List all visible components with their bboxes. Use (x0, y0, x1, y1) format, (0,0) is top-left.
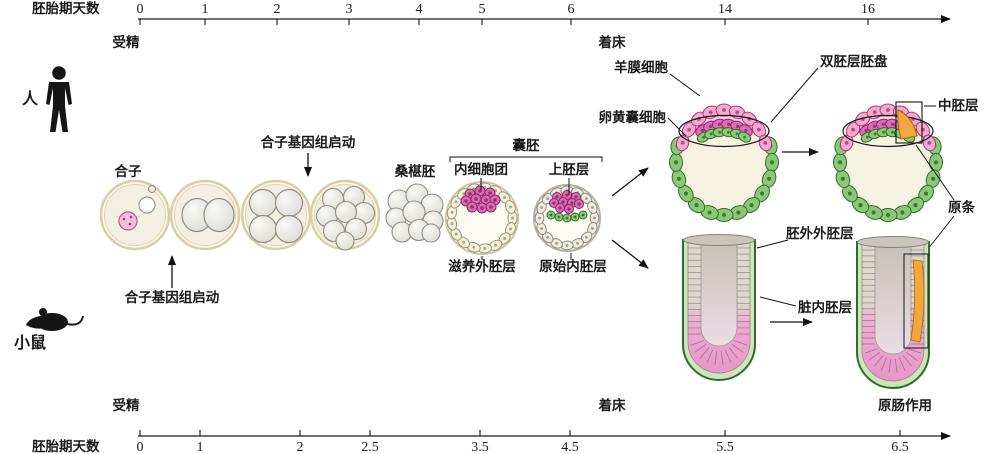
stage-2cell (169, 179, 241, 251)
zga-human-label: 合子基因组启动 (261, 134, 356, 150)
mouse-label: 小鼠 (14, 333, 46, 352)
primitive-endoderm-cells (546, 210, 588, 223)
primitive-streak-label: 原条 (948, 199, 976, 215)
mouse-egg-cylinder-2 (856, 236, 930, 389)
blastocyst-annotations: 囊胚 内细胞团 上胚层 滋养外胚层 原始内胚层 (448, 137, 607, 274)
human-embryo-day16 (832, 101, 944, 222)
human-label: 人 (22, 90, 39, 108)
morula-label: 桑椹胚 (395, 163, 436, 179)
extraembryonic-ectoderm-label: 胚外外胚层 (786, 225, 854, 241)
to-human-arrow (611, 167, 649, 197)
gastrulation-label: 原肠作用 (878, 397, 932, 413)
mouse-organism: 小鼠 (14, 308, 84, 352)
bilaminar-disc-label: 双胚层胚盘 (820, 53, 888, 69)
bottom-axis-tick-label: 5.5 (716, 440, 734, 454)
top-axis-title: 胚胎期天数 (32, 0, 100, 16)
stage-zygote: 合子 (99, 163, 171, 251)
mesoderm-label: 中胚层 (938, 97, 979, 113)
human-embryo-annotations: 羊膜细胞 双胚层胚盘 卵黄囊细胞 中胚层 原条 (599, 53, 979, 255)
top-fertilization-label: 受精 (113, 34, 140, 50)
top-axis-tick-label: 14 (718, 2, 732, 17)
proamniotic-cavity (874, 245, 912, 355)
top-implantation-label: 着床 (598, 34, 627, 50)
bottom-fertilization-label: 受精 (113, 397, 140, 413)
bottom-axis-tick-label: 0 (137, 440, 144, 454)
zga-mouse-label: 合子基因组启动 (125, 289, 220, 305)
divergence-arrows (611, 167, 649, 269)
bottom-axis-tick-label: 6.5 (891, 440, 909, 454)
inner-cell-mass-label: 内细胞团 (454, 161, 508, 177)
blastocyst-bracket (449, 156, 603, 162)
top-axis-tick-label: 16 (861, 2, 875, 17)
top-axis-tick-label: 6 (568, 2, 575, 17)
cell-stripes (688, 247, 750, 365)
amnion-cells-label: 羊膜细胞 (614, 59, 668, 75)
zga-annotation-mouse: 合子基因组启动 (125, 255, 220, 305)
stage-morula: 桑椹胚 (385, 163, 444, 243)
bilaminar-disc-outline (678, 114, 770, 148)
bottom-axis-tick-label: 2.5 (361, 440, 379, 454)
top-timeline: 胚胎期天数 0 1 2 3 4 5 6 14 16 受精 着床 (32, 0, 951, 50)
top-axis-tick-label: 1 (202, 2, 209, 17)
zga-annotation-human: 合子基因组启动 (261, 134, 356, 177)
cylinder-opening (683, 234, 755, 246)
yolk-sac-cells-label: 卵黄囊细胞 (599, 109, 667, 125)
streak-outline-box (903, 253, 929, 349)
bottom-axis-tick-label: 4.5 (561, 440, 579, 454)
epiblast-cells (549, 190, 584, 214)
human-embryo-day14 (668, 103, 780, 222)
stage-blastocyst-late (533, 184, 601, 252)
epiblast-label: 上胚层 (549, 162, 590, 177)
bottom-axis-tick-labels: 0 1 2 2.5 3.5 4.5 5.5 6.5 (137, 440, 909, 454)
disc-hypoblast-cells (696, 127, 752, 143)
top-axis-tick-labels: 0 1 2 3 4 5 6 14 16 (137, 2, 876, 17)
stage-4cell (240, 179, 312, 251)
bottom-axis-tick-label: 1 (197, 440, 204, 454)
top-axis-ticks (139, 19, 869, 25)
top-axis-tick-label: 0 (137, 2, 144, 17)
stage-blastocyst-early (445, 181, 519, 255)
human-organism: 人 (22, 66, 72, 132)
primitive-streak-region (910, 259, 925, 343)
polar-body (148, 185, 156, 193)
pronucleus-male (138, 196, 156, 214)
trophectoderm-label: 滋养外胚层 (448, 258, 516, 274)
bilaminar-disc-outline (842, 114, 934, 148)
primitive-endoderm-label: 原始内胚层 (539, 258, 607, 274)
human-icon (46, 66, 72, 132)
mouse-egg-cylinder-1 (682, 234, 756, 381)
bottom-axis-title: 胚胎期天数 (32, 438, 100, 454)
zygote-label: 合子 (115, 163, 142, 179)
amnion-cells (675, 103, 773, 152)
to-mouse-arrow (611, 239, 649, 269)
bottom-timeline: 受精 着床 原肠作用 胚胎期天数 0 1 2 2.5 3.5 4.5 5.5 6… (32, 397, 951, 454)
top-axis-tick-label: 3 (346, 2, 353, 17)
visceral-endoderm-label: 脏内胚层 (798, 299, 852, 315)
top-axis-tick-label: 5 (479, 2, 486, 17)
mesoderm-region (897, 109, 918, 140)
trophectoderm-cells (446, 182, 518, 254)
proamniotic-cavity (700, 241, 738, 347)
mouse-icon (26, 308, 84, 331)
blastocyst-label: 囊胚 (512, 137, 541, 153)
top-axis-tick-label: 4 (416, 2, 423, 17)
stage-8cell (309, 179, 381, 251)
mouse-embryo-annotations: 胚外外胚层 脏内胚层 (756, 225, 854, 315)
top-axis-tick-label: 2 (274, 2, 281, 17)
inner-cell-mass-cells (460, 185, 501, 214)
bottom-implantation-label: 着床 (598, 397, 627, 413)
cylinder-opening (857, 236, 929, 248)
mesoderm-outline-box (895, 101, 923, 144)
bottom-axis-tick-label: 2 (297, 440, 304, 454)
pronucleus-female (118, 211, 138, 231)
bottom-axis-tick-label: 3.5 (471, 440, 489, 454)
bottom-axis-ticks (139, 430, 901, 436)
